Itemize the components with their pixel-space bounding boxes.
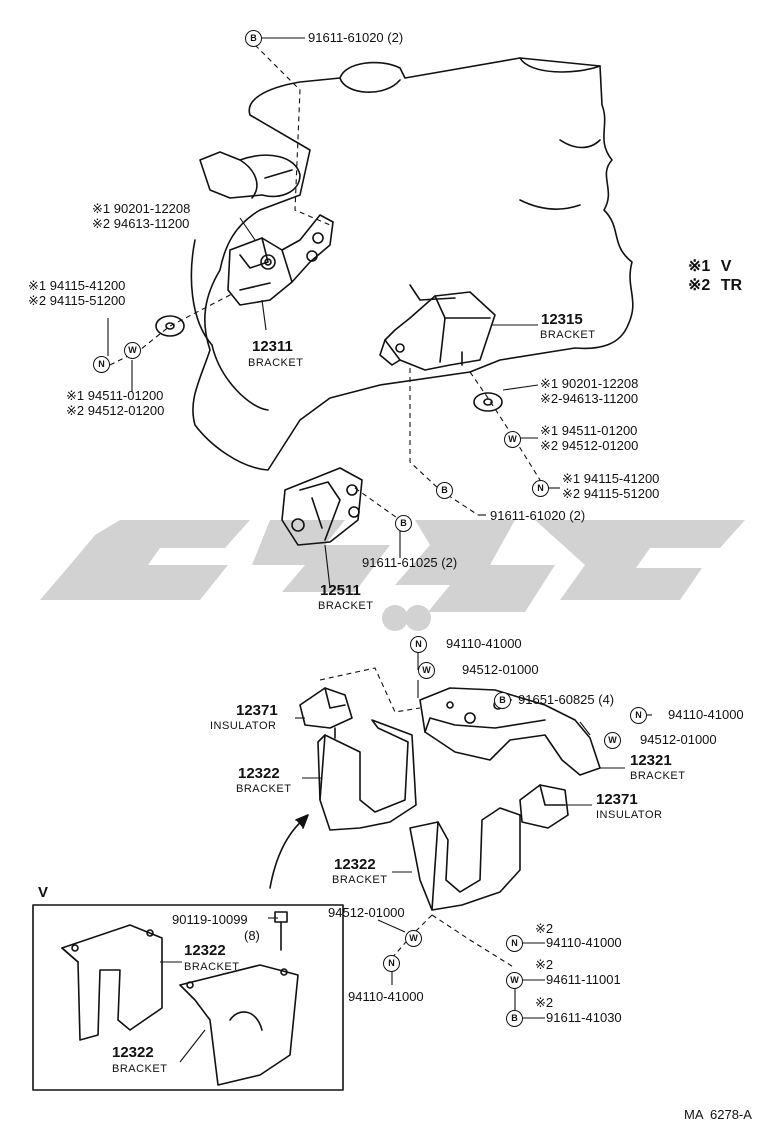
insulator-12371-left-number: 12371 (236, 702, 278, 719)
washer-left-drawing (155, 315, 185, 337)
part-right-a-line2: ※2-94613-11200 (540, 391, 639, 406)
part-left-upper-line2: ※2 94613-11200 (92, 216, 190, 231)
bracket-12315-drawing (379, 291, 496, 371)
bracket-12322-mid-number: 12322 (334, 856, 376, 873)
nut-badge-left: N (93, 356, 110, 373)
part-star2-b-mark: ※2 (535, 995, 554, 1010)
washer-badge-star2: W (506, 972, 523, 989)
part-star2-n-mark: ※2 (535, 921, 554, 936)
part-right-c-line2: ※2 94115-51200 (562, 486, 660, 501)
part-left-mid-line2: ※2 94115-51200 (28, 293, 126, 308)
bracket-12321-caption: BRACKET (630, 770, 686, 782)
legend-star1-mark: ※1 (688, 258, 711, 275)
nut-badge-lower-top: N (410, 636, 427, 653)
part-91611-61025: 91611-61025 (2) (362, 555, 458, 570)
part-right-a-line1: ※1 90201-12208 (540, 376, 639, 391)
insulator-12371-right-number: 12371 (596, 791, 638, 808)
bracket-12322-upper-number: 12322 (238, 765, 280, 782)
inset-bracket-a-caption: BRACKET (184, 961, 240, 973)
part-91611-61020-right: 91611-61020 (2) (490, 508, 586, 523)
legend-star2: ※2 TR (688, 277, 742, 295)
bracket-12322-mid-caption: BRACKET (332, 874, 388, 886)
bracket-12511-drawing (281, 467, 363, 546)
inset-bolt-number: 90119-10099 (172, 912, 248, 927)
part-94512-bottom: 94512-01000 (328, 905, 405, 920)
part-94512-right: 94512-01000 (640, 732, 717, 747)
part-94110-right: 94110-41000 (668, 707, 744, 722)
part-left-lower-line2: ※2 94512-01200 (66, 403, 165, 418)
part-right-b-line2: ※2 94512-01200 (540, 438, 639, 453)
washer-badge-lower-top: W (418, 662, 435, 679)
washer-badge-left: W (124, 342, 141, 359)
legend-star2-mark: ※2 (688, 277, 711, 294)
washer-badge-lower-right: W (604, 732, 621, 749)
nut-badge-bottom: N (383, 955, 400, 972)
pointer-arrow-head (295, 814, 309, 829)
nut-badge-lower-right: N (630, 707, 647, 724)
inset-bracket-b-caption: BRACKET (112, 1063, 168, 1075)
bolt-badge-12511: B (395, 515, 412, 532)
bracket-12311-drawing (227, 214, 334, 306)
inset-bolt-qty: (8) (244, 928, 260, 943)
part-left-upper-line1: ※1 90201-12208 (92, 201, 191, 216)
bolt-badge-star2: B (506, 1010, 523, 1027)
washer-right-drawing (473, 392, 503, 412)
bracket-12511-caption: BRACKET (318, 600, 374, 612)
part-right-c-line1: ※1 94115-41200 (562, 471, 660, 486)
bolt-badge-top: B (245, 30, 262, 47)
bracket-12311-caption: BRACKET (248, 357, 304, 369)
bracket-12322-upper-caption: BRACKET (236, 783, 292, 795)
inset-label-v: V (38, 884, 49, 901)
bracket-12322-mid-drawing (409, 807, 521, 911)
bracket-12311-number: 12311 (252, 338, 293, 355)
inset-bracket-b-number: 12322 (112, 1044, 154, 1061)
inset-frame (32, 904, 344, 1091)
bolt-badge-91651: B (494, 692, 511, 709)
washer-badge-right: W (504, 431, 521, 448)
legend-star1: ※1 V (688, 258, 731, 276)
bracket-12321-number: 12321 (630, 752, 672, 769)
legend-star2-text: TR (720, 277, 743, 294)
insulator-12371-right-caption: INSULATOR (596, 809, 663, 821)
inset-bracket-a-drawing (61, 924, 163, 1041)
insulator-12371-left-drawing (299, 687, 353, 739)
bracket-12322-upper-drawing (317, 719, 417, 831)
pointer-arrow (269, 817, 306, 889)
insulator-12371-right-drawing (519, 784, 569, 829)
insulator-12371-left-caption: INSULATOR (210, 720, 277, 732)
engine-block (190, 57, 634, 471)
bracket-12315-caption: BRACKET (540, 329, 596, 341)
part-94110-top: 94110-41000 (446, 636, 522, 651)
part-left-lower-line1: ※1 94511-01200 (66, 388, 164, 403)
part-91651: 91651-60825 (4) (518, 692, 615, 707)
watermark-logo (40, 520, 745, 631)
part-star2-b-number: 91611-41030 (546, 1010, 622, 1025)
nut-badge-right: N (532, 480, 549, 497)
bracket-12315-number: 12315 (541, 311, 583, 328)
bolt-badge-right: B (436, 482, 453, 499)
inset-bracket-a-number: 12322 (184, 942, 226, 959)
part-94110-bottom: 94110-41000 (348, 989, 424, 1004)
legend-star1-text: V (720, 258, 732, 275)
part-right-b-line1: ※1 94511-01200 (540, 423, 638, 438)
bracket-12511-number: 12511 (320, 582, 361, 599)
part-star2-w-mark: ※2 (535, 957, 554, 972)
inset-bolt-drawing (274, 911, 288, 951)
part-star2-w-number: 94611-11001 (546, 972, 621, 987)
drawing-code: MA 6278-A (684, 1107, 752, 1122)
part-94512-top: 94512-01000 (462, 662, 539, 677)
part-star2-n-number: 94110-41000 (546, 935, 622, 950)
part-left-mid-line1: ※1 94115-41200 (28, 278, 126, 293)
nut-badge-star2: N (506, 935, 523, 952)
inset-bracket-b-drawing (179, 964, 299, 1086)
washer-badge-bottom: W (405, 930, 422, 947)
part-91611-61020-top: 91611-61020 (2) (308, 30, 404, 45)
